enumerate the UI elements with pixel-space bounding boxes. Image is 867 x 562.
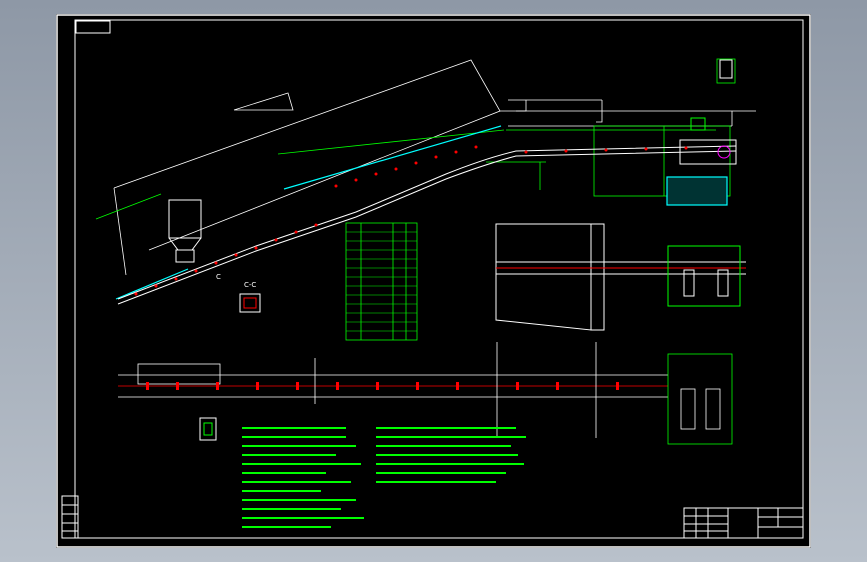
drum-view <box>495 223 746 331</box>
parts-table-rows <box>346 231 417 332</box>
idlers <box>134 145 688 296</box>
technical-notes <box>242 427 526 528</box>
binding-strip <box>61 495 79 539</box>
drawing-frame <box>56 14 811 548</box>
section-cc <box>239 293 261 313</box>
title-block <box>683 507 804 539</box>
section-marker: C <box>216 273 221 281</box>
conveyor-belt <box>117 145 737 305</box>
plan-idlers <box>146 382 619 390</box>
feed-hopper <box>168 199 202 263</box>
belt-cyan <box>115 125 728 300</box>
head-drive <box>679 59 737 165</box>
plan-view <box>118 342 733 445</box>
detail-view <box>199 417 217 441</box>
drawing-canvas: C-C C <box>56 14 811 548</box>
section-label: C-C <box>244 281 256 289</box>
cad-viewport[interactable]: C-C C <box>56 14 811 548</box>
truss-outline <box>113 59 756 276</box>
